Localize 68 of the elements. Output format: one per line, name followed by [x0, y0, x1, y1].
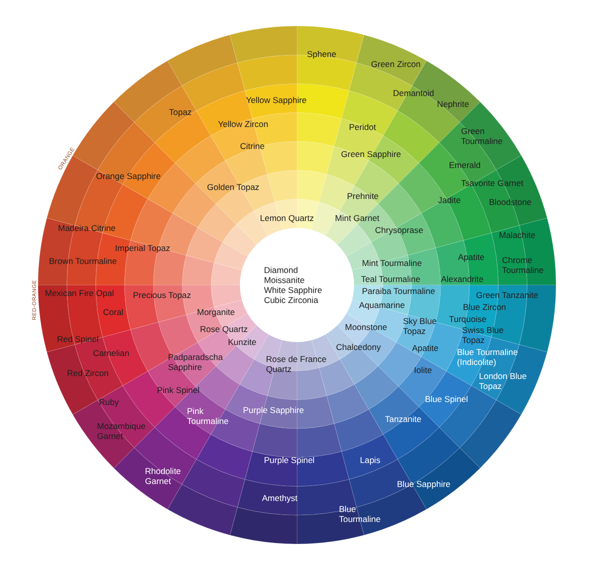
gem-name: Ruby — [99, 397, 119, 407]
gem-name: Yellow Zircon — [218, 119, 268, 129]
gem-name: Morganite — [197, 307, 235, 317]
gem-name: Green Tourmaline — [461, 126, 504, 146]
gem-name: Green Zircon — [371, 59, 421, 69]
gem-name: Moissanite — [264, 275, 305, 285]
gem-name: Coral — [103, 307, 124, 317]
gem-name: Brown Tourmaline — [49, 256, 117, 266]
gem-name: Pink Tourmaline — [187, 406, 230, 426]
gem-name: Blue Tourmaline (Indicolite) — [457, 347, 519, 367]
gem-name: Purple Spinel — [264, 455, 315, 465]
gem-name: Chrome Tourmaline — [502, 255, 545, 275]
gem-name: Lemon Quartz — [260, 213, 314, 223]
gem-name: White Sapphire — [264, 285, 322, 295]
gem-name: Red Spinel — [57, 334, 99, 344]
gem-name: Amethyst — [262, 493, 298, 503]
gem-name: Turquoise — [449, 314, 486, 324]
gem-name: Carnelian — [93, 348, 130, 358]
gem-name: Apatite — [458, 252, 484, 262]
gem-name: Demantoid — [393, 88, 434, 98]
gem-name: Emerald — [449, 160, 481, 170]
gem-name: Red Zircon — [67, 368, 109, 378]
gem-name: Sphene — [307, 49, 336, 59]
gem-name: Apatite — [412, 343, 438, 353]
gem-name: Kunzite — [228, 337, 256, 347]
gem-name: Topaz — [169, 107, 192, 117]
gem-name: Padparadscha Sapphire — [168, 352, 224, 372]
gem-name: Bloodstone — [489, 197, 532, 207]
gem-name: Pink Spinel — [157, 385, 200, 395]
gem-name: Mint Tourmaline — [362, 258, 422, 268]
gem-name: Sky Blue Topaz — [403, 316, 438, 336]
gem-name: Rose de France Quartz — [266, 354, 328, 374]
gem-name: Chrysoprase — [375, 225, 424, 235]
gem-name: Blue Sapphire — [397, 479, 450, 489]
gem-name: Diamond — [264, 265, 298, 275]
gem-name: Mexican Fire Opal — [45, 288, 114, 298]
gem-name: Blue Zircon — [463, 302, 506, 312]
gem-name: Citrine — [240, 141, 265, 151]
gem-name: London Blue Topaz — [479, 371, 528, 391]
gem-name: Yellow Sapphire — [246, 95, 307, 105]
gem-name: Madeira Citrine — [58, 223, 116, 233]
gem-name: Mint Garnet — [335, 213, 380, 223]
gem-name: Tanzanite — [385, 414, 422, 424]
gem-name: Nephrite — [437, 99, 470, 109]
gem-name: Rhodolite Garnet — [145, 466, 182, 486]
gem-name: Peridot — [349, 122, 376, 132]
gem-name: Lapis — [360, 455, 380, 465]
gem-name: Precious Topaz — [133, 290, 191, 300]
gem-name: Cubic Zirconia — [264, 295, 318, 305]
gem-name: Moonstone — [345, 322, 388, 332]
gem-name: Chalcedony — [336, 342, 381, 352]
gem-name: Teal Tourmaline — [361, 274, 420, 284]
gem-name: Prehnite — [347, 191, 379, 201]
gem-name: Green Sapphire — [341, 149, 402, 159]
gem-name: Golden Topaz — [207, 182, 260, 192]
gem-name: Mozambique Garnet — [97, 421, 147, 441]
gem-name: Imperial Topaz — [115, 243, 170, 253]
gem-name: Blue Tourmaline — [339, 504, 382, 524]
gem-name: Iolite — [414, 365, 432, 375]
gem-name: Purple Sapphire — [243, 405, 304, 415]
gem-name: Orange Sapphire — [96, 171, 161, 181]
gem-name: Paraiba Tourmaline — [362, 286, 436, 296]
gem-name: Rose Quartz — [200, 324, 248, 334]
gem-name: Aquamarine — [359, 300, 405, 310]
gem-name: Alexandrite — [441, 274, 484, 284]
gem-name: Malachite — [499, 230, 536, 240]
gem-name: Green Tanzanite — [476, 290, 538, 300]
gem-name: Blue Spinel — [425, 394, 468, 404]
